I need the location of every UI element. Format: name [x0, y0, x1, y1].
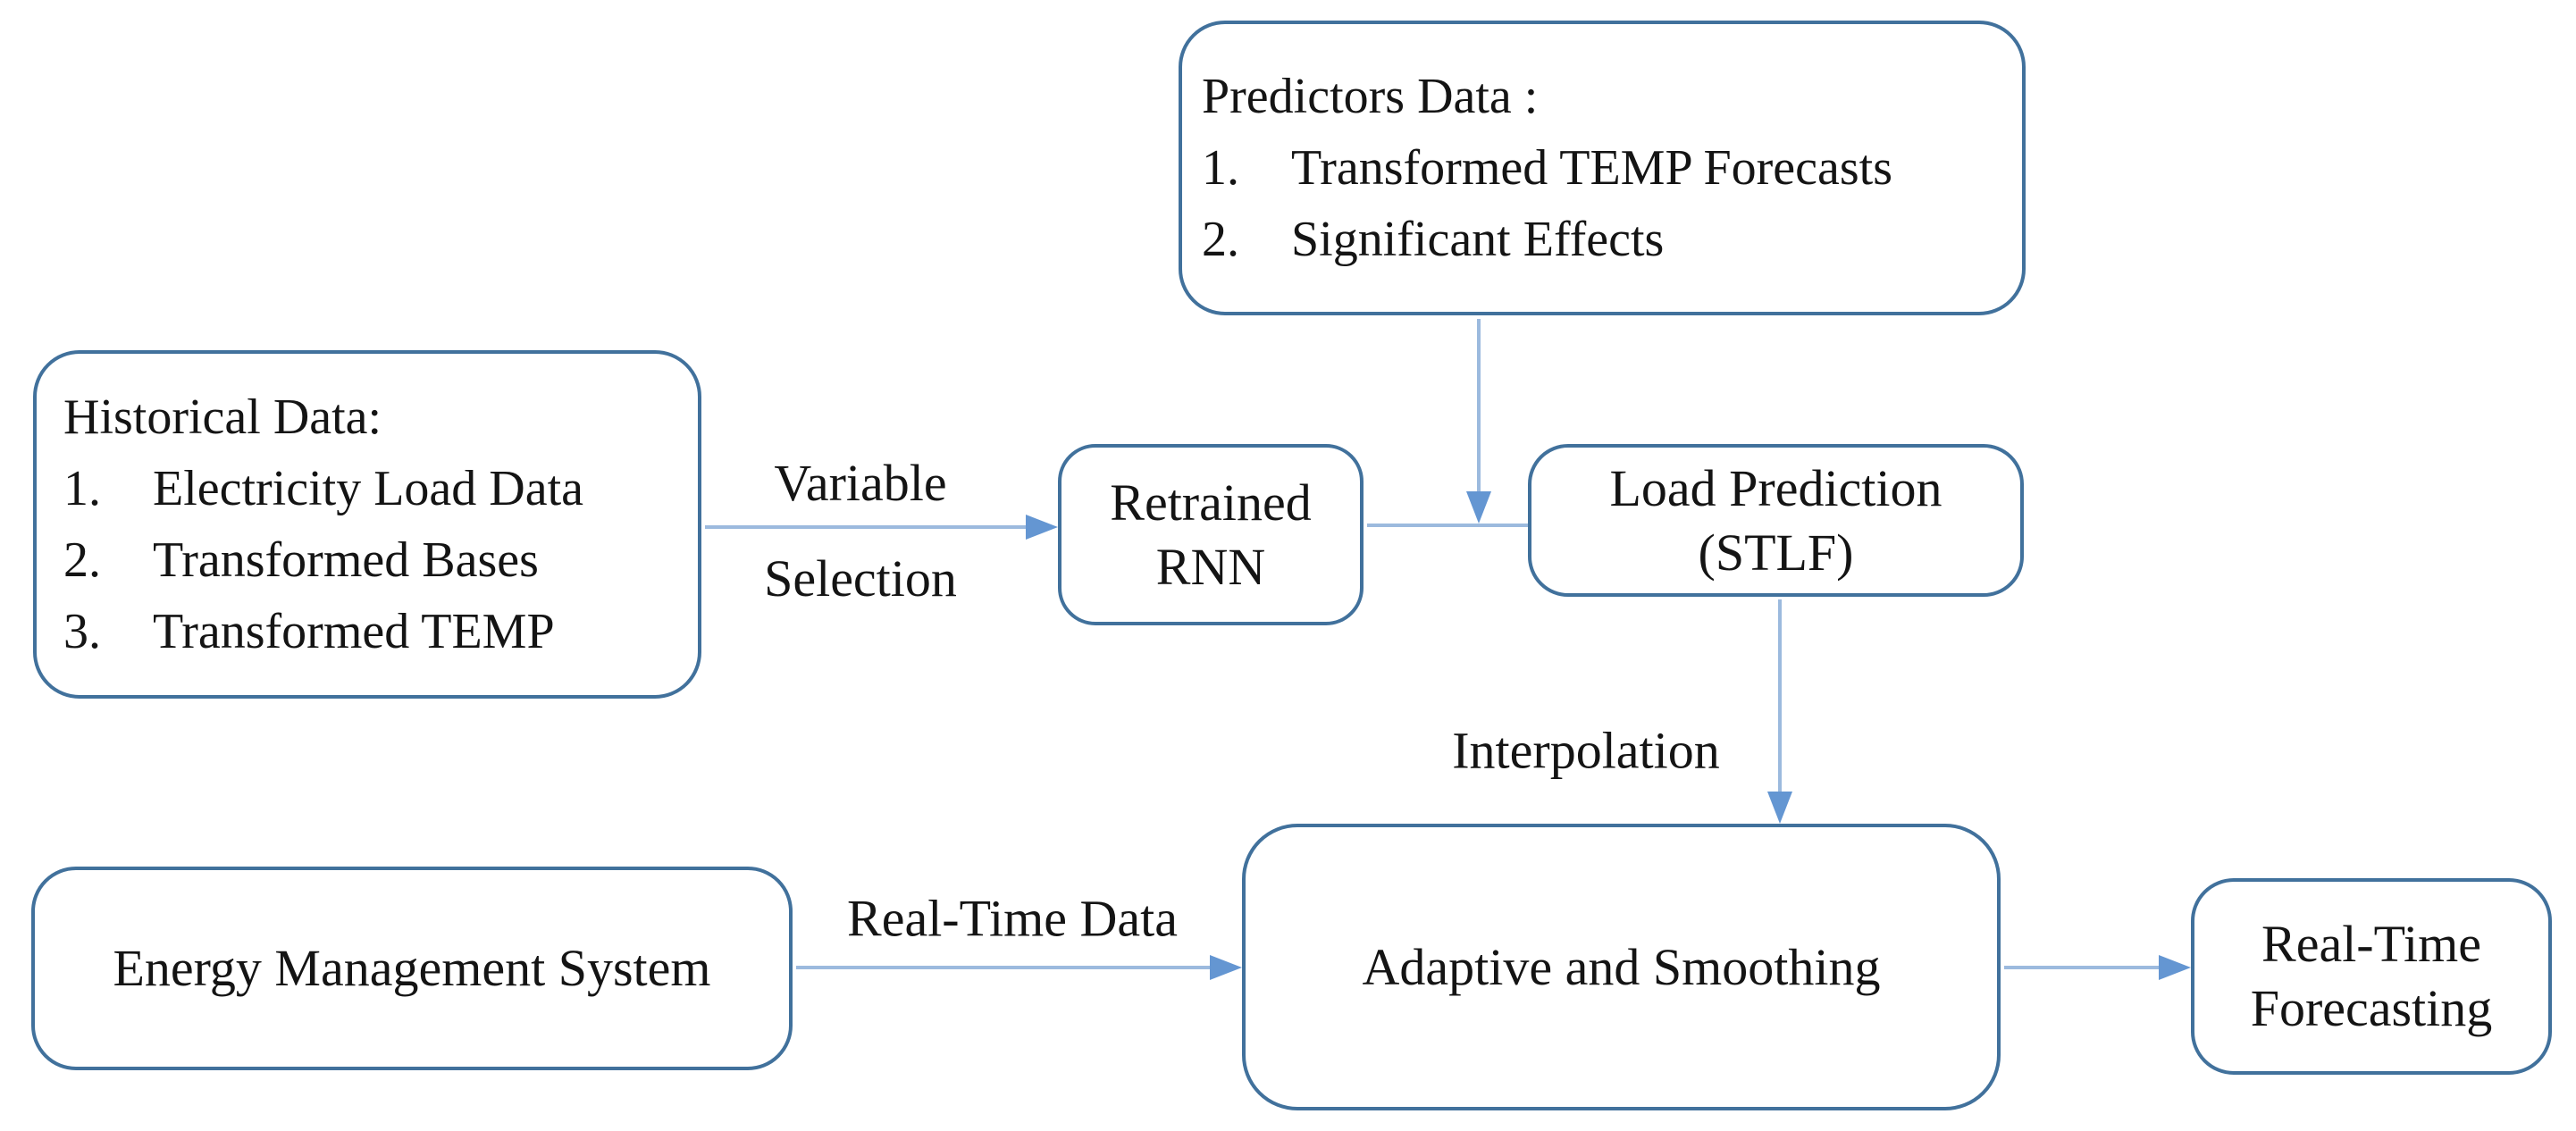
arrow-load-prediction-to-adaptive [1767, 599, 1792, 824]
load-prediction-line-2: (STLF) [1698, 523, 1854, 582]
real-time-forecasting-line-2: Forecasting [2250, 979, 2493, 1037]
item-text: Electricity Load Data [153, 461, 583, 516]
item-text: Transformed TEMP [153, 604, 555, 659]
historical-data-box: Historical Data: 1. Electricity Load Dat… [33, 350, 701, 699]
interpolation-label: Interpolation [1452, 721, 1720, 780]
item-text: Significant Effects [1291, 212, 1665, 267]
historical-item-1: 1. Electricity Load Data [63, 453, 583, 524]
historical-item-3: 3. Transformed TEMP [63, 596, 555, 667]
item-number: 1. [1202, 140, 1239, 196]
historical-item-2: 2. Transformed Bases [63, 524, 539, 596]
retrained-rnn-box: Retrained RNN [1058, 444, 1364, 625]
historical-data-title: Historical Data: [63, 390, 382, 445]
predictors-data-box: Predictors Data : 1. Transformed TEMP Fo… [1179, 21, 2026, 315]
variable-selection-line-2: Selection [764, 549, 957, 607]
energy-management-system-label: Energy Management System [113, 939, 711, 997]
load-prediction-line-1: Load Prediction [1609, 458, 1942, 517]
adaptive-and-smoothing-label: Adaptive and Smoothing [1362, 937, 1881, 996]
real-time-forecasting-box: Real-Time Forecasting [2191, 878, 2552, 1075]
item-number: 2. [63, 532, 101, 588]
item-number: 2. [1202, 212, 1239, 267]
adaptive-and-smoothing-box: Adaptive and Smoothing [1242, 824, 2001, 1110]
load-prediction-box: Load Prediction (STLF) [1528, 444, 2024, 597]
energy-management-system-box: Energy Management System [31, 867, 793, 1070]
real-time-forecasting-line-1: Real-Time [2261, 915, 2481, 973]
retrained-rnn-line-2: RNN [1155, 537, 1266, 596]
arrow-adaptive-to-realtime-forecasting [2004, 955, 2191, 980]
item-number: 1. [63, 461, 101, 516]
item-number: 3. [63, 604, 101, 659]
arrow-historical-to-rnn [705, 515, 1058, 540]
predictors-data-title: Predictors Data : [1202, 69, 1539, 124]
item-text: Transformed Bases [153, 532, 539, 588]
real-time-data-label: Real-Time Data [847, 889, 1178, 948]
arrow-predictors-to-junction [1466, 319, 1491, 524]
variable-selection-line-1: Variable [774, 454, 947, 512]
retrained-rnn-line-1: Retrained [1110, 473, 1312, 532]
predictors-item-2: 2. Significant Effects [1202, 204, 1664, 275]
predictors-item-1: 1. Transformed TEMP Forecasts [1202, 132, 1892, 204]
item-text: Transformed TEMP Forecasts [1291, 140, 1893, 196]
arrow-ems-to-adaptive [796, 955, 1242, 980]
variable-selection-label: Variable Selection [764, 435, 957, 626]
